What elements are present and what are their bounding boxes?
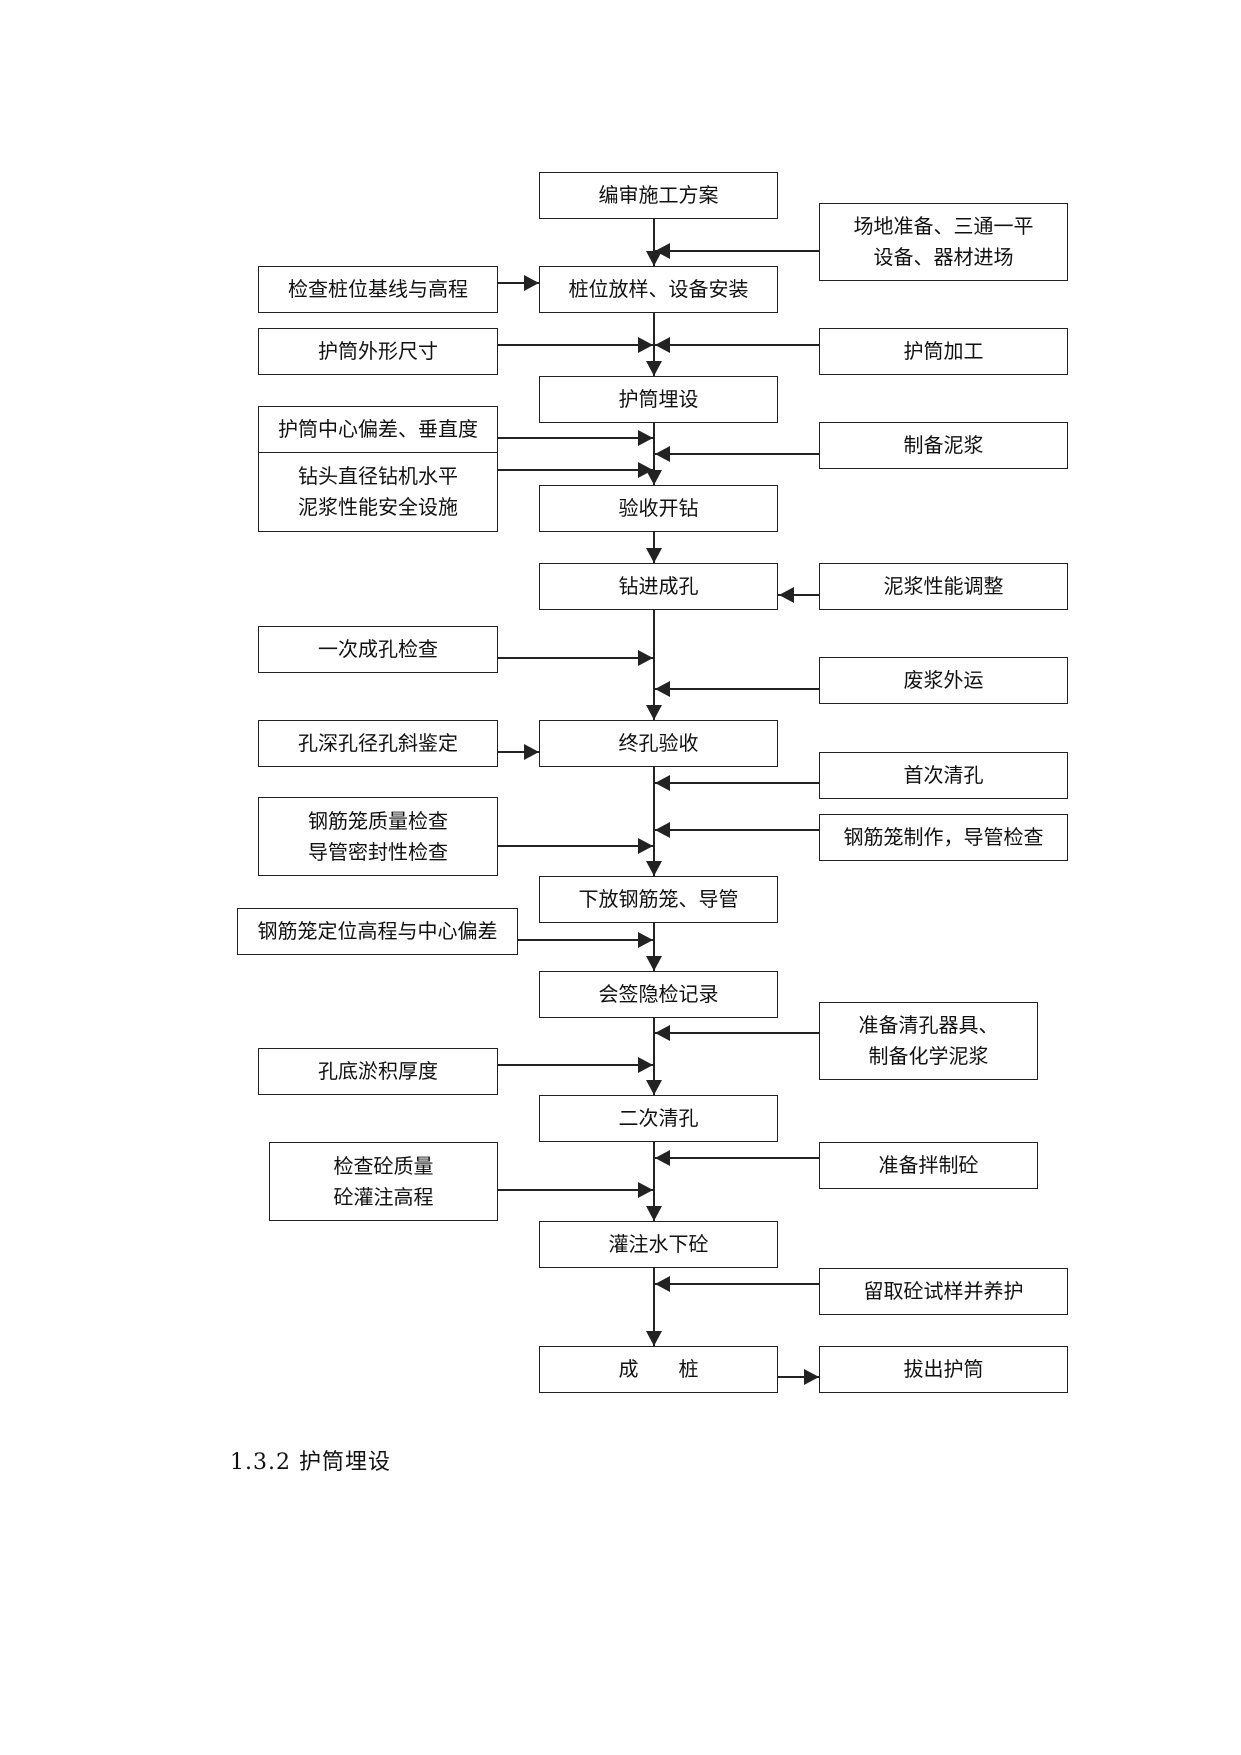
left-connector-9 <box>498 1064 653 1066</box>
right-prep-8: 准备清孔器具、 制备化学泥浆 <box>819 1002 1038 1080</box>
arrowhead-left-8 <box>655 1025 670 1041</box>
left-check-7: 钢筋笼质量检查 导管密封性检查 <box>258 797 498 876</box>
main-step-5: 钻进成孔 <box>539 563 778 610</box>
left-connector-8 <box>518 939 653 941</box>
left-check-10: 检查砼质量 砼灌注高程 <box>269 1142 498 1221</box>
main-step-10: 灌注水下砼 <box>539 1221 778 1268</box>
right-prep-5: 废浆外运 <box>819 657 1068 704</box>
right-connector-4 <box>778 594 819 596</box>
arrowhead-left-4 <box>779 587 794 603</box>
left-check-8: 钢筋笼定位高程与中心偏差 <box>237 908 518 955</box>
right-prep-7: 钢筋笼制作，导管检查 <box>819 814 1068 861</box>
left-connector-6 <box>498 751 539 753</box>
arrowhead-right-3 <box>638 430 653 446</box>
main-step-3: 护筒埋设 <box>539 376 778 423</box>
arrowhead-right-out <box>804 1369 819 1385</box>
main-step-8: 会签隐检记录 <box>539 971 778 1018</box>
left-connector-5 <box>498 657 653 659</box>
arrowhead-left-2 <box>655 337 670 353</box>
arrowhead-left-1 <box>655 243 670 259</box>
right-connector-8 <box>654 1032 819 1034</box>
right-out-connector <box>778 1376 819 1378</box>
arrowhead-down-4 <box>646 548 662 563</box>
right-connector-6 <box>654 782 819 784</box>
main-flow-line-8 <box>653 1018 655 1095</box>
main-flow-line-9 <box>653 1142 655 1221</box>
right-connector-9 <box>654 1157 819 1159</box>
left-connector-3 <box>498 437 653 439</box>
right-prep-10: 留取砼试样并养护 <box>819 1268 1068 1315</box>
right-prep-1: 场地准备、三通一平 设备、器材进场 <box>819 203 1068 281</box>
arrowhead-left-9 <box>655 1150 670 1166</box>
left-connector-4 <box>498 469 653 471</box>
main-flow-line-4 <box>653 532 655 563</box>
arrowhead-left-5 <box>655 681 670 697</box>
arrowhead-down-5 <box>646 705 662 720</box>
right-prep-9: 准备拌制砼 <box>819 1142 1038 1189</box>
left-connector-1 <box>498 282 539 284</box>
arrowhead-right-1 <box>524 275 539 291</box>
arrowhead-left-3 <box>655 446 670 462</box>
main-step-9: 二次清孔 <box>539 1095 778 1142</box>
left-check-9: 孔底淤积厚度 <box>258 1048 498 1095</box>
main-flow-line-5 <box>653 610 655 720</box>
right-connector-1 <box>654 250 819 252</box>
right-connector-7 <box>654 829 819 831</box>
left-check-6: 孔深孔径孔斜鉴定 <box>258 720 498 767</box>
arrowhead-right-9 <box>638 1057 653 1073</box>
arrowhead-down-2 <box>646 361 662 376</box>
main-flow-line-1 <box>653 219 655 266</box>
arrowhead-down-6 <box>646 861 662 876</box>
right-connector-10 <box>654 1283 819 1285</box>
main-step-6: 终孔验收 <box>539 720 778 767</box>
left-check-2: 护筒外形尺寸 <box>258 328 498 375</box>
arrowhead-right-2 <box>638 337 653 353</box>
right-prep-3: 制备泥浆 <box>819 422 1068 469</box>
main-step-1: 编审施工方案 <box>539 172 778 219</box>
arrowhead-down-10 <box>646 1331 662 1346</box>
arrowhead-right-6 <box>524 744 539 760</box>
right-prep-2: 护筒加工 <box>819 328 1068 375</box>
right-connector-2 <box>654 344 819 346</box>
right-connector-3 <box>654 453 819 455</box>
left-check-4: 钻头直径钻机水平 泥浆性能安全设施 <box>258 452 498 532</box>
arrowhead-left-10 <box>655 1276 670 1292</box>
main-flow-line-6 <box>653 767 655 876</box>
right-prep-4: 泥浆性能调整 <box>819 563 1068 610</box>
right-prep-11: 拔出护筒 <box>819 1346 1068 1393</box>
main-step-2: 桩位放样、设备安装 <box>539 266 778 313</box>
arrowhead-right-10 <box>638 1182 653 1198</box>
arrowhead-right-5 <box>638 650 653 666</box>
arrowhead-right-8 <box>638 932 653 948</box>
left-check-3: 护筒中心偏差、垂直度 <box>258 406 498 453</box>
main-flow-line-10 <box>653 1268 655 1346</box>
left-check-5: 一次成孔检查 <box>258 626 498 673</box>
right-prep-6: 首次清孔 <box>819 752 1068 799</box>
left-connector-10 <box>498 1189 653 1191</box>
left-connector-2 <box>498 344 653 346</box>
arrowhead-left-6 <box>655 775 670 791</box>
main-step-11: 成 桩 <box>539 1346 778 1393</box>
arrowhead-down-9 <box>646 1206 662 1221</box>
arrowhead-down-8 <box>646 1080 662 1095</box>
main-flow-line-7 <box>653 923 655 971</box>
main-step-4: 验收开钻 <box>539 485 778 532</box>
main-step-7: 下放钢筋笼、导管 <box>539 876 778 923</box>
left-check-1: 检查桩位基线与高程 <box>258 266 498 313</box>
section-heading: 1.3.2 护筒埋设 <box>230 1450 391 1475</box>
arrowhead-down-7 <box>646 956 662 971</box>
arrowhead-right-4 <box>638 462 653 478</box>
arrowhead-left-7 <box>655 822 670 838</box>
right-connector-5 <box>654 688 819 690</box>
arrowhead-right-7 <box>638 838 653 854</box>
left-connector-7 <box>498 845 653 847</box>
